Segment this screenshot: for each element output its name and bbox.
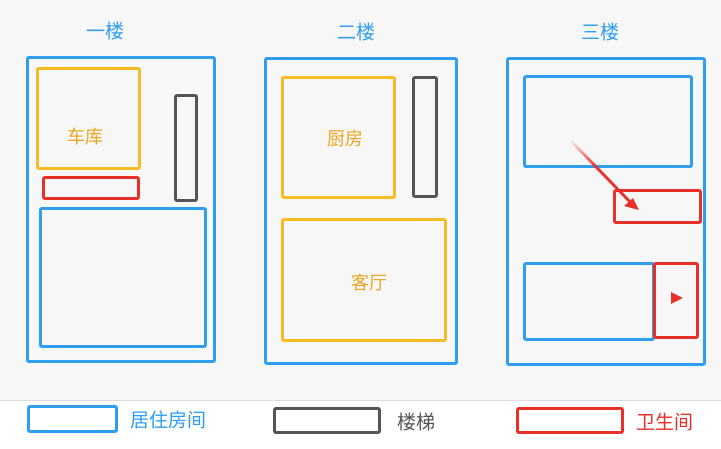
legend-living-label: 居住房间 — [130, 409, 207, 432]
legend-stairs-label: 楼梯 — [397, 411, 436, 434]
living-room — [281, 218, 447, 342]
floor-1-title: 一楼 — [85, 20, 125, 43]
arrow-to-bathroom-1 — [568, 138, 639, 210]
kitchen — [281, 76, 396, 199]
floor-1-living-room — [39, 207, 207, 348]
arrow-to-bathroom-2 — [630, 292, 683, 304]
floor-1-bathroom — [42, 176, 140, 200]
floor-2-outline — [264, 57, 458, 365]
floor-3-outline — [506, 57, 706, 366]
floor-3-title: 三楼 — [580, 21, 620, 44]
legend-bathroom-swatch — [516, 407, 624, 434]
floor-1-outline — [26, 56, 216, 363]
floor-1-stairs — [174, 94, 198, 202]
living-room-label: 客厅 — [351, 273, 387, 294]
legend-stairs-swatch — [273, 407, 381, 434]
floor-2-title: 二楼 — [336, 21, 376, 44]
floor-3-bathroom-1 — [613, 189, 702, 224]
floor-3-room-1 — [523, 75, 693, 168]
floor-2-stairs — [412, 76, 438, 198]
kitchen-label: 厨房 — [327, 129, 363, 150]
legend-living-swatch — [27, 405, 118, 433]
garage-label: 车库 — [67, 127, 103, 148]
floor-plan-area — [0, 400, 721, 401]
legend-bathroom-label: 卫生间 — [636, 411, 694, 434]
garage — [36, 67, 141, 170]
floor-3-bathroom-2 — [653, 262, 699, 339]
